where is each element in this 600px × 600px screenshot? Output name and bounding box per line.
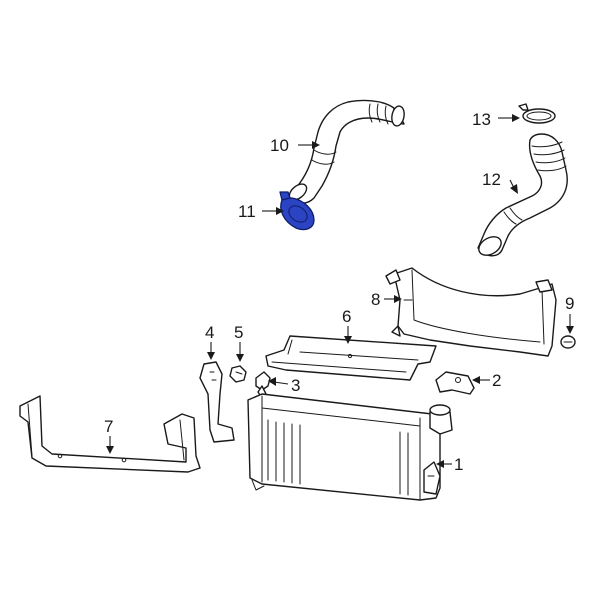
callout-3: 3	[291, 376, 300, 395]
part-2-bracket[interactable]	[435, 371, 475, 395]
callout-8: 8	[371, 290, 380, 309]
callout-labels: 10 11 13 12 8 9 6 4 5 3 2 7 1	[104, 110, 574, 474]
callout-12: 12	[482, 170, 501, 189]
callout-7: 7	[104, 417, 113, 436]
leader-lines	[106, 114, 574, 468]
callout-13: 13	[472, 110, 491, 129]
part-13-clamp[interactable]	[518, 103, 556, 124]
callout-9: 9	[565, 294, 574, 313]
part-6-bracket-plate[interactable]	[265, 335, 437, 381]
callout-11: 11	[238, 202, 256, 221]
callout-2: 2	[492, 371, 501, 390]
part-7-lower-support[interactable]	[19, 395, 201, 473]
callout-6: 6	[342, 307, 351, 326]
part-11-hose-clamp[interactable]	[279, 191, 315, 231]
part-12-intercooler-hose[interactable]	[476, 133, 568, 259]
part-10-upper-hose[interactable]	[286, 99, 405, 204]
part-4-side-bracket[interactable]	[199, 361, 235, 443]
callout-10: 10	[270, 136, 289, 155]
part-8-air-duct[interactable]	[385, 267, 557, 357]
part-1-intercooler[interactable]	[247, 393, 453, 501]
part-9-push-pin[interactable]	[560, 335, 576, 349]
part-5-bolt[interactable]	[229, 365, 247, 383]
callout-1: 1	[454, 455, 463, 474]
callout-4: 4	[205, 323, 214, 342]
callout-5: 5	[234, 323, 243, 342]
